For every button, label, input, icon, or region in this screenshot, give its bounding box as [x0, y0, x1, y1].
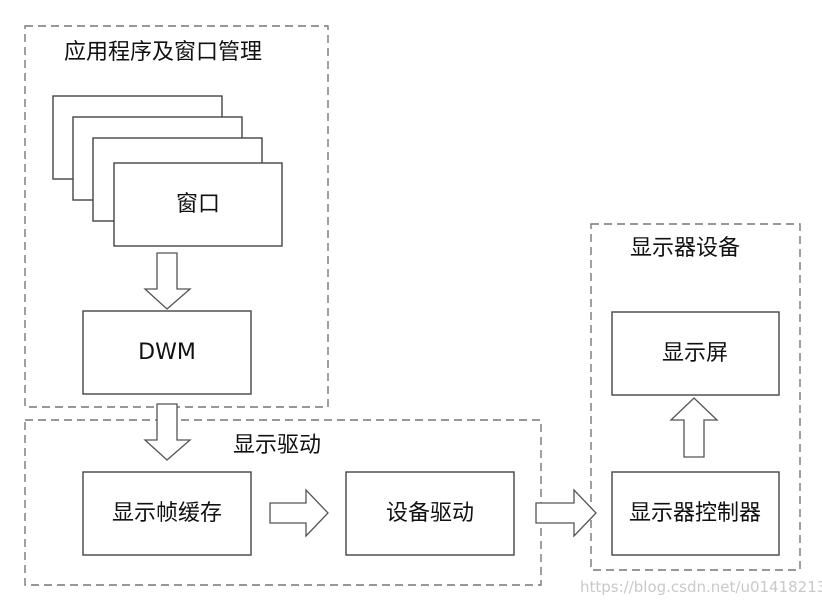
arrow-framebuffer-to-driver: [269, 488, 329, 538]
group-driver-title: 显示驱动: [233, 433, 322, 458]
window-node-box: [113, 162, 283, 247]
framebuffer-node-label: 显示帧缓存: [111, 501, 223, 526]
arrow-window-to-dwm: [143, 252, 192, 310]
arrow-dwm-to-framebuffer: [143, 403, 192, 461]
arrow-controller-to-screen: [669, 397, 719, 458]
dwm-node-box: [82, 310, 252, 395]
screen-node-box: [611, 311, 780, 396]
controller-node-box: [611, 471, 780, 556]
group-device-border: [590, 223, 801, 571]
window-node-label: 窗口: [175, 192, 221, 217]
arrow-driver-to-controller: [535, 488, 597, 538]
watermark-text: https://blog.csdn.net/u014182133: [580, 578, 822, 596]
dwm-node-label: DWM: [138, 340, 196, 365]
device-driver-node-label: 设备驱动: [385, 501, 475, 526]
screen-node-label: 显示屏: [661, 341, 729, 366]
group-device-title: 显示器设备: [630, 236, 741, 261]
controller-node-label: 显示器控制器: [628, 501, 762, 526]
group-app-title: 应用程序及窗口管理: [64, 40, 263, 65]
framebuffer-node-box: [82, 471, 252, 556]
device-driver-node-box: [345, 471, 515, 556]
